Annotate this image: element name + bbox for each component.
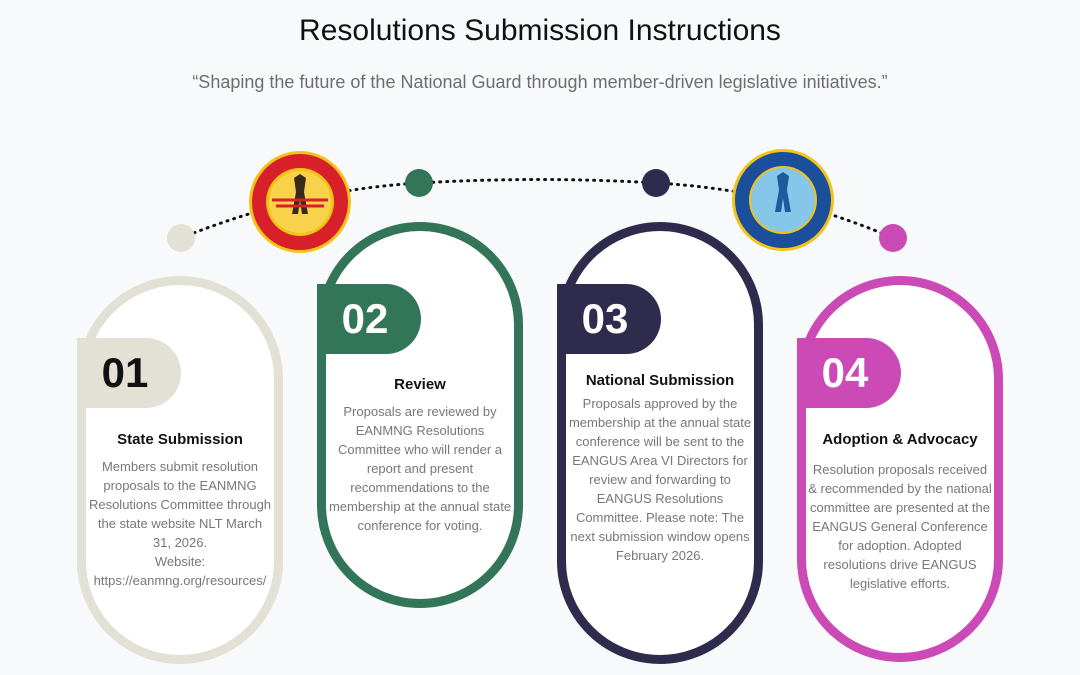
- step-card-2: 02 Review Proposals are reviewed by EANM…: [317, 222, 523, 608]
- website-label: Website:: [154, 554, 206, 569]
- step-description: Proposals approved by the membership at …: [568, 396, 752, 563]
- website-link[interactable]: https://eanmng.org/resources/: [93, 573, 267, 588]
- step-card-4: 04 Adoption & Advocacy Resolution propos…: [797, 276, 1003, 662]
- step-description: Proposals are reviewed by EANMNG Resolut…: [328, 404, 512, 533]
- step-body-text: Members submit resolution proposals to t…: [88, 459, 272, 550]
- step-description: Members submit resolution proposals to t…: [88, 457, 272, 590]
- step-title: Review: [394, 376, 446, 393]
- step-number-badge: 03: [557, 284, 661, 354]
- step-title: State Submission: [117, 431, 243, 448]
- page-subtitle: “Shaping the future of the National Guar…: [192, 72, 888, 92]
- national-association-logo: [732, 149, 834, 251]
- step-number-badge: 01: [77, 338, 181, 408]
- timeline-dot-3: [642, 169, 670, 197]
- timeline-dot-1: [167, 224, 195, 252]
- step-number-badge: 02: [317, 284, 421, 354]
- step-card-3: 03 National Submission Proposals approve…: [557, 222, 763, 664]
- step-title: National Submission: [585, 372, 735, 389]
- timeline-dot-4: [879, 224, 907, 252]
- state-association-logo: [249, 151, 351, 253]
- page-title: Resolutions Submission Instructions: [299, 14, 781, 47]
- step-card-1: 01 State Submission Members submit resol…: [77, 276, 283, 664]
- step-number-badge: 04: [797, 338, 901, 408]
- step-description: Resolution proposals received & recommen…: [808, 462, 992, 591]
- step-title: Adoption & Advocacy: [822, 431, 978, 448]
- timeline-dot-2: [405, 169, 433, 197]
